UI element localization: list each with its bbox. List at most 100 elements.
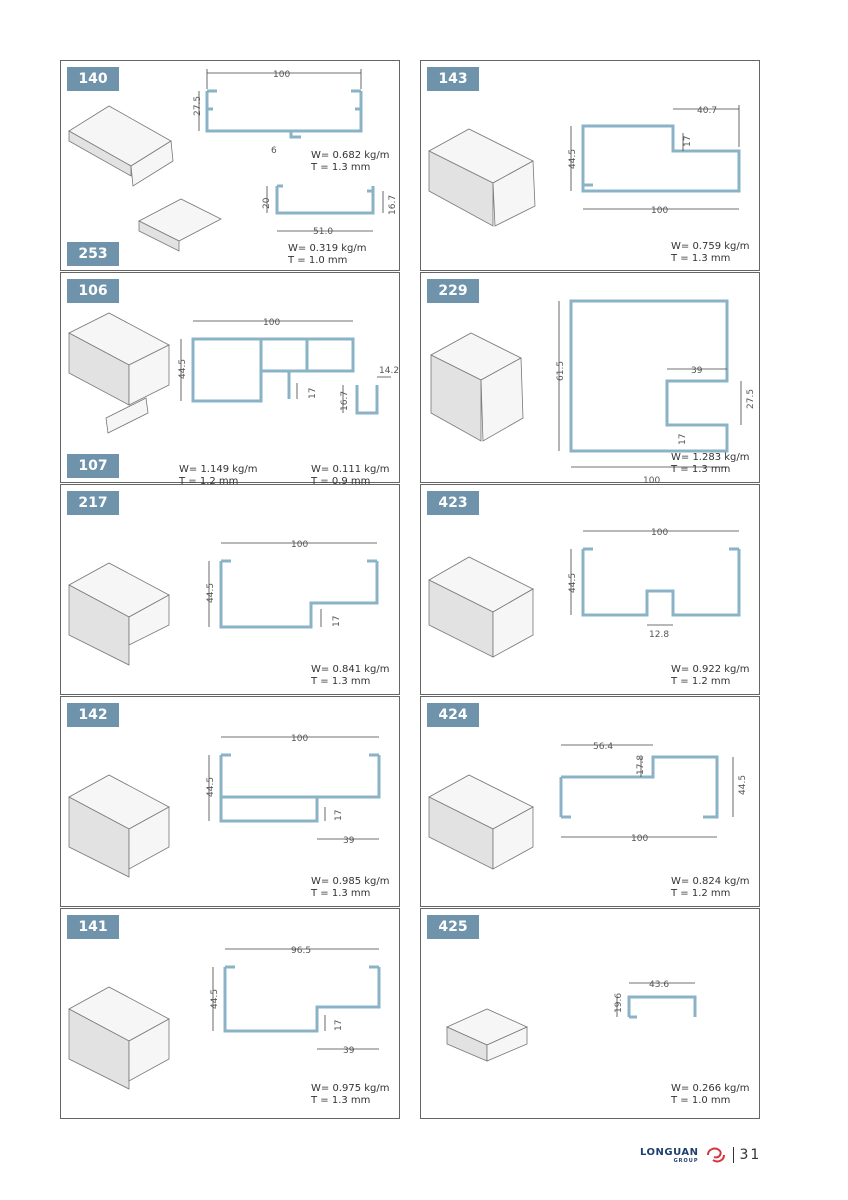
weight-spec: W= 0.759 kg/m [671, 241, 750, 252]
dim-label: 44.5 [178, 359, 188, 379]
profile-cell-229: 229 39 61.5 27.5 17 100 W= 1.283 kg/m T … [420, 272, 760, 484]
dim-label: 56.4 [593, 742, 613, 752]
dim-label: 96.5 [291, 946, 311, 956]
dim-label: 27.5 [746, 389, 756, 409]
code-badge: 229 [427, 279, 479, 303]
dim-label: 51.0 [313, 227, 333, 237]
weight-spec-secondary: W= 0.111 kg/m [311, 464, 390, 475]
isometric-view [428, 774, 534, 870]
weight-spec-secondary: W= 0.319 kg/m [288, 243, 367, 254]
thickness-spec: T = 1.0 mm [671, 1095, 731, 1106]
profile-drawing: 40.7 44.5 17 100 [428, 105, 741, 227]
code-badge-secondary: 253 [67, 242, 119, 266]
profile-drawing: 100 44.5 17 39 [68, 734, 381, 878]
profile-drawing: 100 44.5 12.8 [428, 528, 741, 658]
thickness-spec: T = 1.3 mm [671, 253, 731, 264]
dim-label: 16.7 [388, 195, 398, 215]
dim-label: 14.2 [379, 366, 399, 376]
isometric-view [428, 128, 536, 227]
dim-label: 19.6 [614, 993, 624, 1013]
dim-label: 100 [273, 70, 290, 80]
brand-group: GROUP [673, 1157, 699, 1164]
dim-label: 17 [334, 810, 344, 821]
dim-label: 27.5 [193, 96, 203, 116]
profile-drawing: 39 61.5 27.5 17 100 [430, 299, 756, 484]
dim-label: 44.5 [568, 573, 578, 593]
brand-logo: LONGUAN GROUP [640, 1147, 699, 1164]
code-badge: 140 [67, 67, 119, 91]
profile-cell-140: 140 253 100 27.5 6 20 51.0 16.7 W= 0.682… [60, 60, 400, 271]
profile-drawing: 100 44.5 17 [68, 540, 379, 666]
dim-label: 61.5 [556, 361, 566, 381]
code-badge: 424 [427, 703, 479, 727]
isometric-view [68, 986, 170, 1090]
dim-label: 100 [651, 528, 668, 538]
profile-cell-141: 141 96.5 44.5 17 39 W= 0.975 kg/m T = 1.… [60, 908, 400, 1119]
code-badge: 143 [427, 67, 479, 91]
profile-drawing: 43.6 19.6 [446, 980, 697, 1062]
dim-label: 44.5 [206, 777, 216, 797]
isometric-view [68, 562, 170, 666]
thickness-spec-secondary: T = 0.9 mm [311, 476, 371, 487]
code-badge: 141 [67, 915, 119, 939]
profile-cell-424: 424 56.4 17.8 44.5 100 W= 0.824 kg/m T =… [420, 696, 760, 907]
dim-label: 6 [271, 146, 277, 156]
isometric-view [68, 105, 222, 252]
dim-label: 17 [683, 136, 693, 147]
dim-label: 40.7 [697, 106, 717, 116]
dim-label: 39 [343, 836, 355, 846]
profile-cell-142: 142 100 44.5 17 39 W= 0.985 kg/m T = 1.3… [60, 696, 400, 907]
weight-spec: W= 0.975 kg/m [311, 1083, 390, 1094]
dim-label: 100 [651, 206, 668, 216]
weight-spec: W= 0.266 kg/m [671, 1083, 750, 1094]
dim-label: 17.8 [636, 755, 646, 775]
dim-label: 44.5 [210, 989, 220, 1009]
code-badge: 106 [67, 279, 119, 303]
weight-spec: W= 0.841 kg/m [311, 664, 390, 675]
profile-cell-217: 217 100 44.5 17 W= 0.841 kg/m T = 1.3 mm [60, 484, 400, 695]
dim-label: 16.7 [340, 391, 350, 411]
code-badge: 142 [67, 703, 119, 727]
dim-label: 100 [643, 476, 660, 484]
dim-label: 17 [332, 616, 342, 627]
dim-label: 39 [691, 366, 703, 376]
isometric-view [446, 1008, 528, 1062]
weight-spec: W= 0.824 kg/m [671, 876, 750, 887]
isometric-view [428, 556, 534, 658]
dim-label: 44.5 [738, 775, 748, 795]
dim-label: 44.5 [568, 149, 578, 169]
catalog-grid: 140 253 100 27.5 6 20 51.0 16.7 W= 0.682… [60, 60, 760, 1120]
code-badge: 423 [427, 491, 479, 515]
isometric-view [68, 312, 170, 434]
weight-spec: W= 1.149 kg/m [179, 464, 258, 475]
dim-label: 44.5 [206, 583, 216, 603]
isometric-view [430, 332, 524, 442]
isometric-view [68, 774, 170, 878]
profile-cell-106: 106 107 100 44.5 17 14.2 16.7 W= 1.149 k… [60, 272, 400, 487]
weight-spec: W= 0.682 kg/m [311, 150, 390, 161]
brand-mark-icon [706, 1147, 725, 1163]
page-number: 31 [732, 1147, 762, 1163]
profile-cell-425: 425 43.6 19.6 W= 0.266 kg/m T = 1.0 mm [420, 908, 760, 1119]
dim-label: 17 [678, 434, 688, 445]
profile-drawing: 100 44.5 17 14.2 16.7 [68, 312, 399, 434]
dim-label: 100 [291, 540, 308, 550]
weight-spec: W= 0.985 kg/m [311, 876, 390, 887]
thickness-spec: T = 1.3 mm [311, 888, 371, 899]
profile-cell-423: 423 100 44.5 12.8 W= 0.922 kg/m T = 1.2 … [420, 484, 760, 695]
thickness-spec: T = 1.3 mm [311, 162, 371, 173]
dim-label: 17 [334, 1020, 344, 1031]
profile-drawing: 100 27.5 6 20 51.0 16.7 [68, 69, 398, 252]
code-badge: 425 [427, 915, 479, 939]
code-badge: 217 [67, 491, 119, 515]
code-badge-secondary: 107 [67, 454, 119, 478]
dim-label: 100 [263, 318, 280, 328]
weight-spec: W= 0.922 kg/m [671, 664, 750, 675]
profile-drawing: 56.4 17.8 44.5 100 [428, 742, 748, 870]
dim-label: 100 [631, 834, 648, 844]
brand-name: LONGUAN [640, 1146, 699, 1158]
thickness-spec: T = 1.3 mm [311, 676, 371, 687]
dim-label: 20 [262, 197, 272, 209]
thickness-spec: T = 1.3 mm [311, 1095, 371, 1106]
thickness-spec: T = 1.2 mm [179, 476, 239, 487]
